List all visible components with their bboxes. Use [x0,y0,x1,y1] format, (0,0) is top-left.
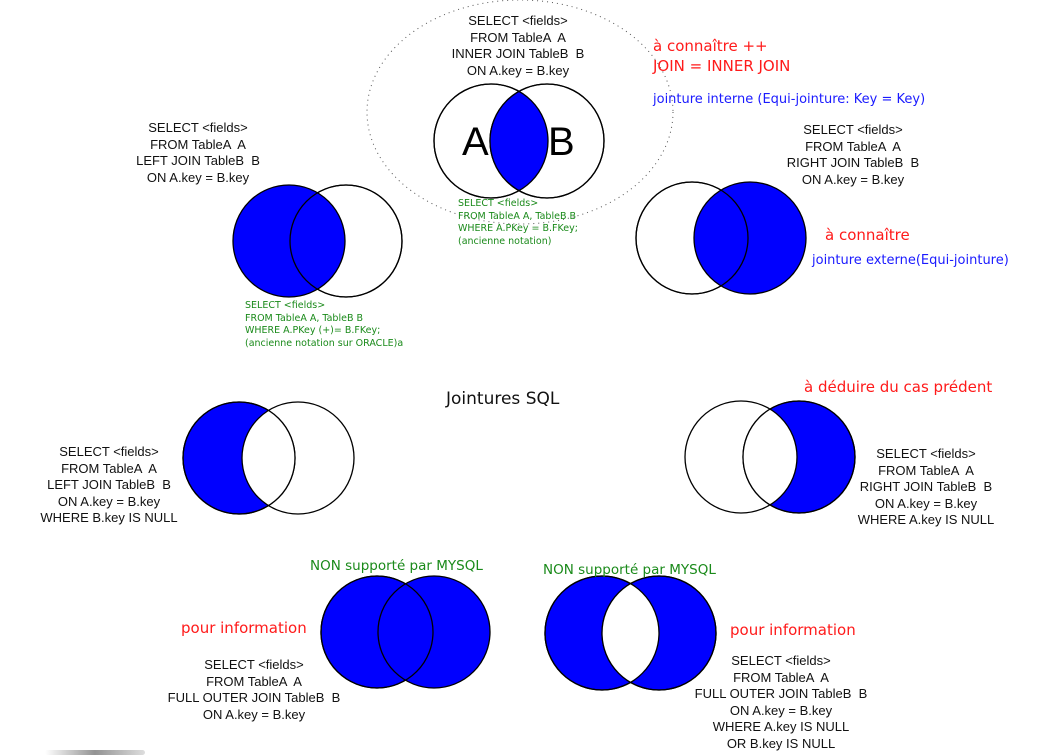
sql-line: LEFT JOIN TableB B [136,153,260,169]
circle-b-outline [601,575,717,691]
circle-b [241,401,355,515]
sql-line: FROM TableA A [150,136,246,152]
highlight-ellipse [366,0,674,225]
venn-left-join [232,184,403,298]
circle-b-outline [742,400,856,514]
circle-a-fill [232,184,346,298]
venn-label-b: B [548,120,575,164]
old-notation-line: (ancienne notation sur ORACLE)a [245,337,404,349]
full-outer-excl-info-note: pour information [730,621,856,639]
sql-line: SELECT <fields> [876,446,976,461]
circle-a-outline [544,575,660,691]
sql-line: SELECT <fields> [468,13,568,28]
sql-line: ON A.key = B.key [466,62,570,78]
sql-line: RIGHT JOIN TableB B [859,479,993,495]
sql-line: SELECT <fields> [803,122,903,137]
inner-join-note-description: jointure interne (Equi-jointure: Key = K… [653,92,926,107]
circle-a-outline [182,401,296,515]
circle-a [684,400,798,514]
sql-line: WHERE A.key IS NULL [712,719,850,735]
venn-right-excluding [684,400,856,514]
sql-line: LEFT JOIN TableB B [47,477,171,493]
decorative-shadow [45,750,145,755]
circle-b-outline [489,83,605,199]
venn-right-join [635,181,807,295]
circle-b-fill [693,181,807,295]
sql-line: SELECT <fields> [204,657,304,672]
sql-line: SELECT <fields> [59,444,159,459]
full-outer-info-note: pour information [181,619,307,637]
venn-left-excluding [182,401,355,515]
sql-line: WHERE A.key IS NULL [857,512,995,528]
circle-b-outline [289,184,403,298]
sql-line: ON A.key = B.key [729,702,833,718]
sql-line: FROM TableA A [805,138,901,154]
sql-line: FROM TableA A [878,462,974,478]
inner-join-note-must-know: à connaître ++ [653,37,768,55]
sql-line: FROM TableA A [470,29,566,45]
diagram-title: Jointures SQL [446,389,560,409]
venn-inner-join [433,83,605,199]
circle-a-outline [433,83,549,199]
full-outer-mysql-note: NON supporté par MYSQL [310,558,483,574]
venn-full-outer-excluding [544,575,717,691]
circle-a-outline [320,575,434,689]
old-notation-line: WHERE A.PKey (+)= B.FKey; [245,325,381,336]
sql-line: ON A.key = B.key [202,706,306,722]
sql-line: FROM TableA A [733,669,829,685]
old-notation-line: (ancienne notation) [458,235,552,247]
venn-label-a: A [462,120,489,164]
old-notation-line: SELECT <fields> [245,300,326,311]
sql-line: ON A.key = B.key [801,171,905,187]
circle-a-outline [635,181,749,295]
intersection-fill [490,84,548,198]
intersection-blank [743,401,797,513]
sql-line: INNER JOIN TableB B [451,46,585,62]
old-notation-line: FROM TableA A, TableB B [458,210,577,222]
right-join-note-description: jointure externe(Equi-jointure) [812,253,1009,268]
sql-line: FROM TableA A [61,460,157,476]
sql-line: FULL OUTER JOIN TableB B [694,686,868,702]
right-excluding-note: à déduire du cas prédent [804,378,993,396]
venn-full-outer [320,575,491,689]
sql-line: OR B.key IS NULL [726,735,836,751]
inner-join-note-equivalence: JOIN = INNER JOIN [653,57,791,75]
sql-line: SELECT <fields> [148,120,248,135]
intersection-blank [242,402,295,514]
sql-line: FULL OUTER JOIN TableB B [167,690,341,706]
intersection-blank [602,576,659,690]
old-notation-line: WHERE A.PKey = B.FKey; [458,223,578,234]
sql-line: FROM TableA A [206,673,302,689]
sql-line: ON A.key = B.key [874,495,978,511]
right-join-note-must-know: à connaître [825,226,910,244]
full-outer-excl-mysql-note: NON supporté par MYSQL [543,562,716,578]
circle-b-fill [377,575,491,689]
sql-line: ON A.key = B.key [146,169,250,185]
sql-line: ON A.key = B.key [57,493,161,509]
sql-line: WHERE B.key IS NULL [40,510,178,526]
old-notation-line: FROM TableA A, TableB B [245,312,364,324]
sql-line: RIGHT JOIN TableB B [786,155,920,171]
old-notation-line: SELECT <fields> [458,198,539,209]
sql-line: SELECT <fields> [731,653,831,668]
